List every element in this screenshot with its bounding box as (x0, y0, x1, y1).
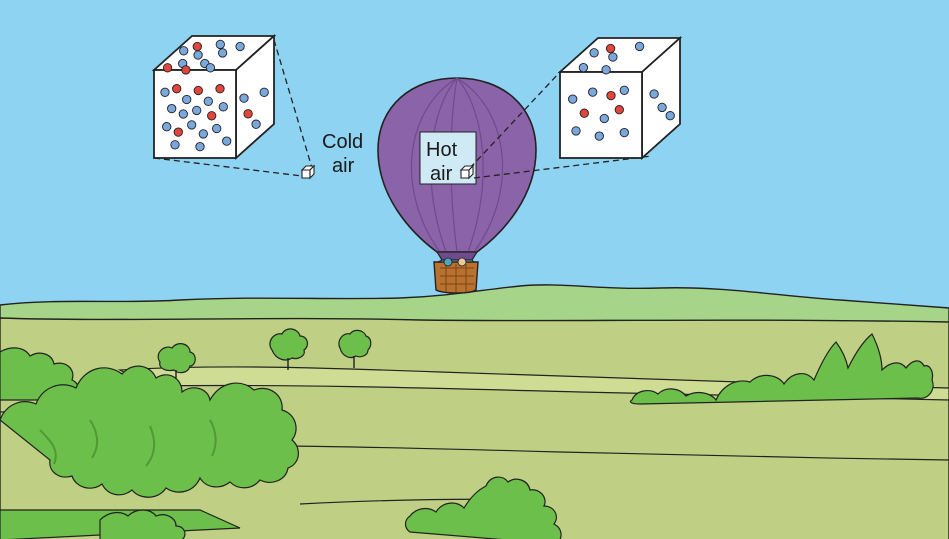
molecule-blue (609, 53, 617, 61)
molecule-blue (658, 103, 666, 111)
molecule-blue (180, 47, 188, 55)
molecule-blue (569, 95, 577, 103)
molecule-blue (666, 112, 674, 120)
molecule-blue (635, 42, 643, 50)
molecule-red (194, 86, 202, 94)
hot-air-label-line1: Hot (426, 139, 458, 161)
cold-air-label-line2: air (332, 155, 355, 177)
molecule-blue (572, 127, 580, 135)
molecule-blue (218, 49, 226, 57)
molecule-blue (236, 42, 244, 50)
molecule-blue (179, 110, 187, 118)
hot-air-label-line2: air (430, 163, 453, 185)
molecule-red (606, 44, 614, 52)
hot-box-front (560, 72, 642, 158)
molecule-blue (171, 141, 179, 149)
molecule-red (182, 66, 190, 74)
molecule-red (208, 112, 216, 120)
cold-air-sample-cube (302, 166, 314, 178)
molecule-blue (194, 51, 202, 59)
hot-air-sample-cube (461, 166, 473, 178)
molecule-red (173, 85, 181, 93)
cold-air-label-line1: Cold (322, 131, 363, 153)
molecule-blue (620, 128, 628, 136)
molecule-blue (199, 130, 207, 138)
molecule-blue (589, 88, 597, 96)
molecule-blue (163, 123, 171, 131)
passenger-1 (444, 258, 452, 266)
molecule-blue (252, 120, 260, 128)
molecule-red (174, 128, 182, 136)
molecule-blue (590, 49, 598, 57)
molecule-red (244, 110, 252, 118)
molecule-blue (260, 88, 268, 96)
molecule-blue (595, 132, 603, 140)
molecule-red (607, 91, 615, 99)
molecule-red (216, 85, 224, 93)
molecule-red (163, 64, 171, 72)
molecule-blue (650, 90, 658, 98)
molecule-blue (219, 103, 227, 111)
molecule-blue (602, 66, 610, 74)
molecule-blue (216, 40, 224, 48)
balloon-skirt (437, 252, 477, 260)
molecule-red (193, 42, 201, 50)
molecule-red (580, 109, 588, 117)
molecule-blue (206, 64, 214, 72)
molecule-blue (161, 88, 169, 96)
molecule-blue (240, 94, 248, 102)
hot-air-molecule-box (560, 38, 680, 158)
molecule-blue (188, 121, 196, 129)
molecule-blue (579, 63, 587, 71)
molecule-blue (183, 95, 191, 103)
molecule-blue (204, 97, 212, 105)
molecule-blue (196, 142, 204, 150)
cold-air-molecule-box (154, 36, 274, 158)
molecule-blue (213, 124, 221, 132)
molecule-red (615, 106, 623, 114)
molecule-blue (223, 137, 231, 145)
molecule-blue (193, 106, 201, 114)
molecule-blue (600, 114, 608, 122)
molecule-blue (620, 86, 628, 94)
passenger-2 (458, 258, 466, 266)
molecule-blue (168, 104, 176, 112)
